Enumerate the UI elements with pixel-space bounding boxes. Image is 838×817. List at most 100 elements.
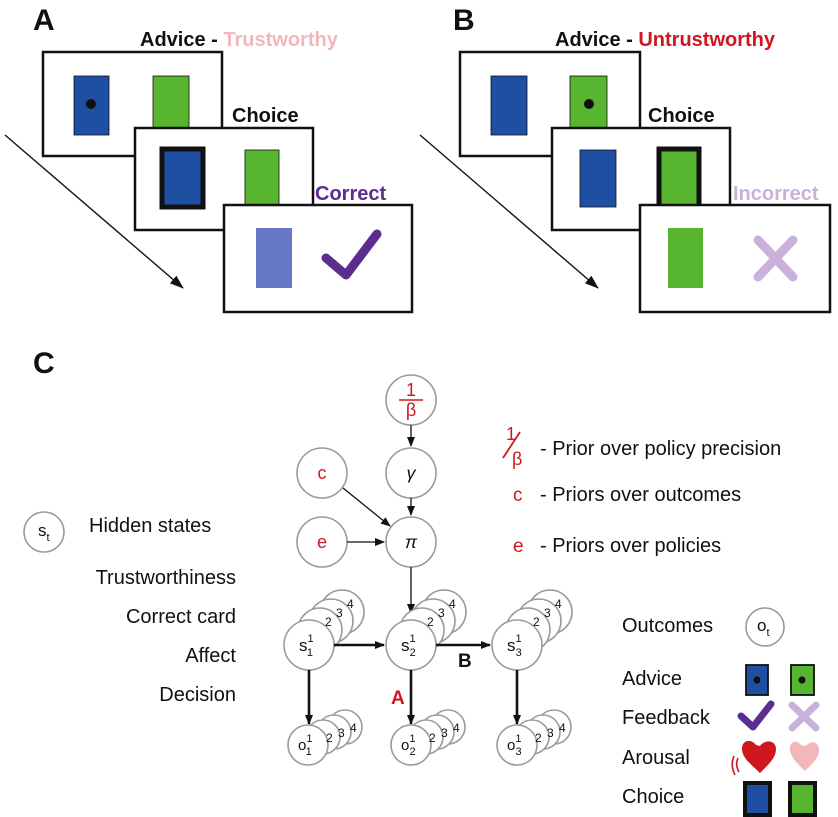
panel-b-time-arrow bbox=[419, 134, 599, 289]
modality-advice: Advice bbox=[622, 668, 682, 690]
panel-a-chosen-blue-card bbox=[159, 146, 206, 210]
gamma-symbol: γ bbox=[407, 463, 417, 483]
panel-b-advice-title: Advice - Untrustworthy bbox=[555, 29, 776, 51]
panel-b-choice-label: Choice bbox=[648, 105, 715, 127]
panel-a-feedback-screen bbox=[222, 203, 414, 314]
svg-text:3: 3 bbox=[544, 606, 551, 620]
e-legend-symbol: e bbox=[513, 536, 524, 557]
panel-b-blue-card-2 bbox=[579, 149, 617, 208]
factor-trustworthiness: Trustworthiness bbox=[96, 567, 236, 589]
legend-check-icon bbox=[737, 700, 775, 731]
svg-text:β: β bbox=[512, 449, 522, 469]
legend-choice-blue-card bbox=[743, 781, 772, 817]
outcomes-label: Outcomes bbox=[622, 615, 713, 637]
beta-legend: 1 β - Prior over policy precision bbox=[502, 424, 781, 469]
panel-b-letter: B bbox=[453, 4, 475, 37]
panel-a-green-card-2 bbox=[244, 149, 280, 206]
c-node bbox=[296, 447, 348, 499]
c-legend-text: - Priors over outcomes bbox=[540, 484, 741, 506]
cross-icon bbox=[753, 235, 798, 282]
heart-aroused-icon bbox=[731, 740, 776, 776]
heart-calm-icon bbox=[789, 741, 819, 771]
panel-c-letter: C bbox=[33, 347, 55, 380]
svg-text:2: 2 bbox=[326, 731, 333, 745]
hidden-state-legend-node bbox=[23, 511, 65, 553]
panel-a: A Advice - Trustworthy Choice Correct bbox=[4, 4, 414, 314]
svg-text:3: 3 bbox=[547, 726, 554, 740]
svg-text:4: 4 bbox=[559, 721, 566, 735]
svg-text:2: 2 bbox=[427, 615, 434, 629]
svg-text:3: 3 bbox=[438, 606, 445, 620]
svg-text:4: 4 bbox=[555, 597, 562, 611]
factor-decision: Decision bbox=[159, 684, 236, 706]
modality-choice: Choice bbox=[622, 786, 684, 808]
svg-text:1: 1 bbox=[506, 424, 516, 444]
beta-legend-text: - Prior over policy precision bbox=[540, 438, 781, 460]
factor-correct-card: Correct card bbox=[126, 606, 236, 628]
svg-text:4: 4 bbox=[350, 721, 357, 735]
legend-choice-green-card bbox=[788, 781, 817, 817]
svg-text:3: 3 bbox=[338, 726, 345, 740]
panel-a-faded-blue-card bbox=[256, 228, 292, 288]
hidden-state-symbol: st bbox=[38, 521, 50, 544]
check-icon bbox=[321, 229, 382, 280]
svg-text:3: 3 bbox=[441, 726, 448, 740]
pi-symbol: π bbox=[405, 532, 418, 552]
outcome-legend-node bbox=[745, 607, 785, 647]
svg-text:2: 2 bbox=[533, 615, 540, 629]
panel-a-choice-label: Choice bbox=[232, 105, 299, 127]
c-symbol: c bbox=[318, 463, 327, 483]
panel-a-advice-type: Trustworthy bbox=[223, 29, 338, 51]
panel-b: B Advice - Untrustworthy Choice Incorrec… bbox=[419, 4, 832, 314]
edge-c-pi bbox=[342, 487, 391, 527]
panel-b-advice-type: Untrustworthy bbox=[638, 29, 776, 51]
svg-text:4: 4 bbox=[449, 597, 456, 611]
svg-text:4: 4 bbox=[347, 597, 354, 611]
e-legend-text: - Priors over policies bbox=[540, 535, 721, 557]
panel-a-advice-title: Advice - Trustworthy bbox=[140, 29, 339, 51]
factor-affect: Affect bbox=[185, 645, 236, 667]
legend-cross-icon bbox=[788, 701, 820, 732]
outcome-symbol: ot bbox=[757, 616, 770, 639]
panel-b-chosen-green-card bbox=[656, 146, 702, 210]
legend-advice-green-dot bbox=[798, 676, 806, 684]
e-symbol: e bbox=[317, 532, 327, 552]
c-legend-symbol: c bbox=[513, 485, 523, 506]
panel-c: C st Hidden states Trustworthiness Corre… bbox=[23, 347, 820, 817]
svg-text:4: 4 bbox=[453, 721, 460, 735]
legend-advice-blue-dot bbox=[753, 676, 761, 684]
svg-text:3: 3 bbox=[336, 606, 343, 620]
panel-b-feedback-label: Incorrect bbox=[733, 183, 819, 205]
panel-b-advice-prefix: Advice - bbox=[555, 29, 638, 51]
modality-arousal: Arousal bbox=[622, 747, 690, 769]
svg-text:2: 2 bbox=[325, 615, 332, 629]
panel-a-time-arrow bbox=[4, 134, 184, 289]
transition-label-B: B bbox=[458, 651, 472, 672]
panel-b-blue-card bbox=[490, 75, 528, 136]
panel-a-letter: A bbox=[33, 4, 55, 37]
panel-a-advice-dot bbox=[86, 99, 96, 109]
svg-text:2: 2 bbox=[429, 731, 436, 745]
likelihood-label-A: A bbox=[391, 688, 405, 709]
svg-text:β: β bbox=[406, 400, 416, 420]
svg-text:1: 1 bbox=[406, 380, 416, 400]
panel-a-advice-prefix: Advice - bbox=[140, 29, 223, 51]
panel-b-green-card-3 bbox=[668, 228, 703, 288]
hidden-states-label: Hidden states bbox=[89, 515, 211, 537]
panel-a-green-card bbox=[152, 75, 190, 136]
modality-feedback: Feedback bbox=[622, 707, 711, 729]
panel-a-feedback-label: Correct bbox=[315, 183, 386, 205]
